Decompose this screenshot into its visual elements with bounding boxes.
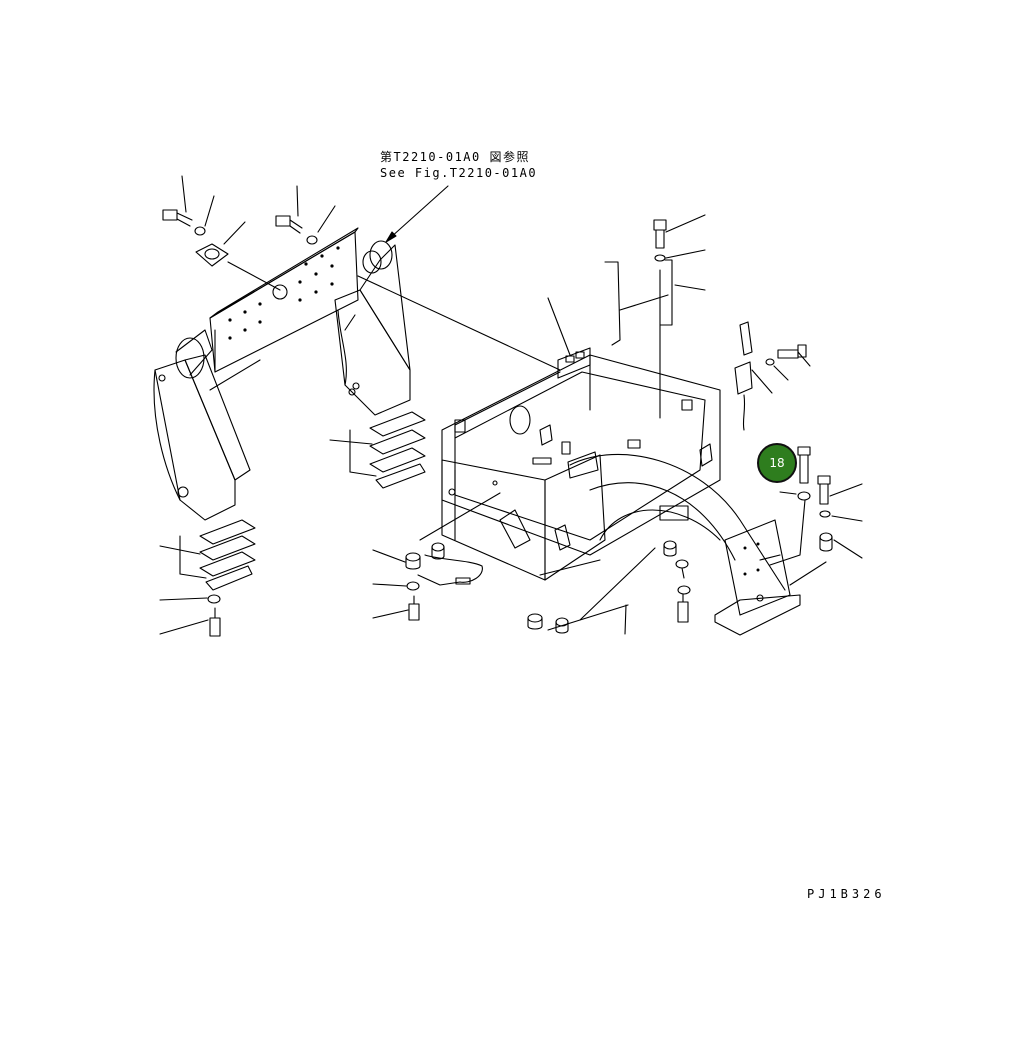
upper-brackets [604, 214, 811, 431]
reference-english: See Fig.T2210-01A0 [380, 166, 538, 180]
lower-left-hardware [159, 594, 221, 637]
reference-leader [385, 185, 449, 243]
upper-left-hardware [162, 175, 336, 291]
figure-code: PJ1B326 [807, 887, 886, 901]
right-hardware [769, 446, 863, 586]
main-frame [357, 269, 801, 636]
lower-mounts [372, 492, 691, 635]
front-frame-arm [153, 227, 411, 521]
reference-japanese: 第T2210-01A0 図参照 [380, 150, 530, 164]
callout-18[interactable]: 18 [757, 443, 797, 483]
shim-stack-lower [159, 519, 256, 591]
shim-stack-upper [329, 411, 426, 489]
